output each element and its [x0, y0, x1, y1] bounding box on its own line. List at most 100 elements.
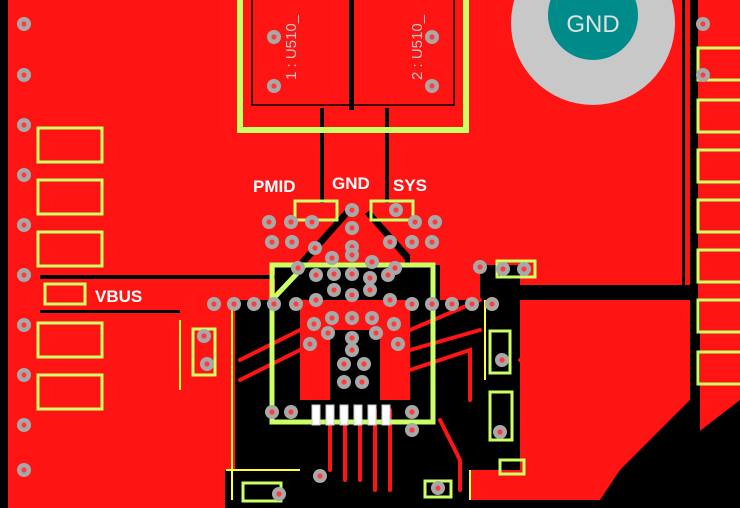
via-hole	[429, 34, 435, 40]
mount-hole: GND	[511, 0, 675, 105]
via-hole	[295, 265, 301, 271]
via-hole	[395, 341, 401, 347]
via-hole	[700, 72, 706, 78]
via-hole	[412, 219, 418, 225]
silk-pin2-ref: 2 : U510_	[409, 14, 426, 80]
left-connector-pads	[36, 126, 104, 411]
net-label-sys: SYS	[393, 176, 427, 195]
silk-pin1-ref: 1 : U510_	[283, 14, 300, 80]
via-hole	[293, 301, 299, 307]
via-hole	[429, 83, 435, 89]
via-hole	[361, 361, 367, 367]
via-hole	[307, 341, 313, 347]
via-hole	[429, 301, 435, 307]
via-hole	[409, 427, 415, 433]
copper-right-pour	[698, 0, 740, 440]
via-hole	[449, 301, 455, 307]
via-hole	[499, 357, 505, 363]
mount-hole-label: GND	[566, 11, 619, 38]
copper-lower-left	[40, 300, 235, 508]
net-label-pmid: PMID	[253, 177, 296, 196]
via-hole	[387, 297, 393, 303]
right-connector-pads	[696, 46, 740, 386]
via-hole	[269, 239, 275, 245]
copper-lower-right	[520, 300, 690, 470]
via-hole	[500, 266, 506, 272]
via-hole	[204, 361, 210, 367]
via-hole	[331, 271, 337, 277]
via-hole	[477, 264, 483, 270]
via-hole	[367, 287, 373, 293]
via-hole	[349, 315, 355, 321]
via-hole	[21, 122, 27, 128]
via-hole	[429, 239, 435, 245]
via-hole	[329, 255, 335, 261]
via-hole	[385, 272, 391, 278]
via-hole	[387, 239, 393, 245]
via-hole	[329, 315, 335, 321]
via-hole	[341, 379, 347, 385]
via-hole	[391, 321, 397, 327]
via-hole	[392, 265, 398, 271]
via-hole	[288, 409, 294, 415]
copper-bottom-band	[470, 470, 620, 500]
via-hole	[201, 333, 207, 339]
via-hole	[288, 219, 294, 225]
via-hole	[349, 225, 355, 231]
via-hole	[269, 409, 275, 415]
via-hole	[349, 271, 355, 277]
via-hole	[276, 491, 282, 497]
via-hole	[521, 266, 527, 272]
via-hole	[409, 409, 415, 415]
via-hole	[312, 245, 318, 251]
via-hole	[325, 330, 331, 336]
copper-main-pour	[40, 0, 690, 300]
via-hole	[409, 301, 415, 307]
via-hole	[349, 335, 355, 341]
via-hole	[409, 239, 415, 245]
via-hole	[700, 21, 706, 27]
via-hole	[349, 252, 355, 258]
via-hole	[341, 361, 347, 367]
via-hole	[21, 21, 27, 27]
via-hole	[271, 83, 277, 89]
via-hole	[21, 372, 27, 378]
via-hole	[359, 379, 365, 385]
via-hole	[21, 322, 27, 328]
via-hole	[271, 34, 277, 40]
via-hole	[309, 219, 315, 225]
via-hole	[211, 301, 217, 307]
via-hole	[489, 301, 495, 307]
via-hole	[469, 301, 475, 307]
via-hole	[349, 292, 355, 298]
via-hole	[21, 72, 27, 78]
via-hole	[266, 219, 272, 225]
via-hole	[289, 239, 295, 245]
via-hole	[373, 330, 379, 336]
via-hole	[369, 315, 375, 321]
ic-bottom-pins	[311, 404, 391, 426]
inductor-footprint	[237, 0, 469, 133]
via-hole	[497, 429, 503, 435]
via-hole	[349, 347, 355, 353]
via-hole	[21, 272, 27, 278]
via-hole	[349, 207, 355, 213]
via-hole	[313, 272, 319, 278]
via-hole	[21, 222, 27, 228]
via-hole	[21, 467, 27, 473]
via-hole	[251, 301, 257, 307]
keepout-lines	[179, 300, 486, 500]
via-hole	[331, 287, 337, 293]
net-label-gnd: GND	[332, 174, 370, 193]
via-array	[17, 17, 710, 501]
via-hole	[317, 473, 323, 479]
net-label-vbus: VBUS	[95, 287, 142, 306]
via-hole	[271, 301, 277, 307]
via-hole	[432, 219, 438, 225]
via-hole	[21, 172, 27, 178]
via-hole	[21, 422, 27, 428]
via-hole	[435, 485, 441, 491]
via-hole	[311, 321, 317, 327]
